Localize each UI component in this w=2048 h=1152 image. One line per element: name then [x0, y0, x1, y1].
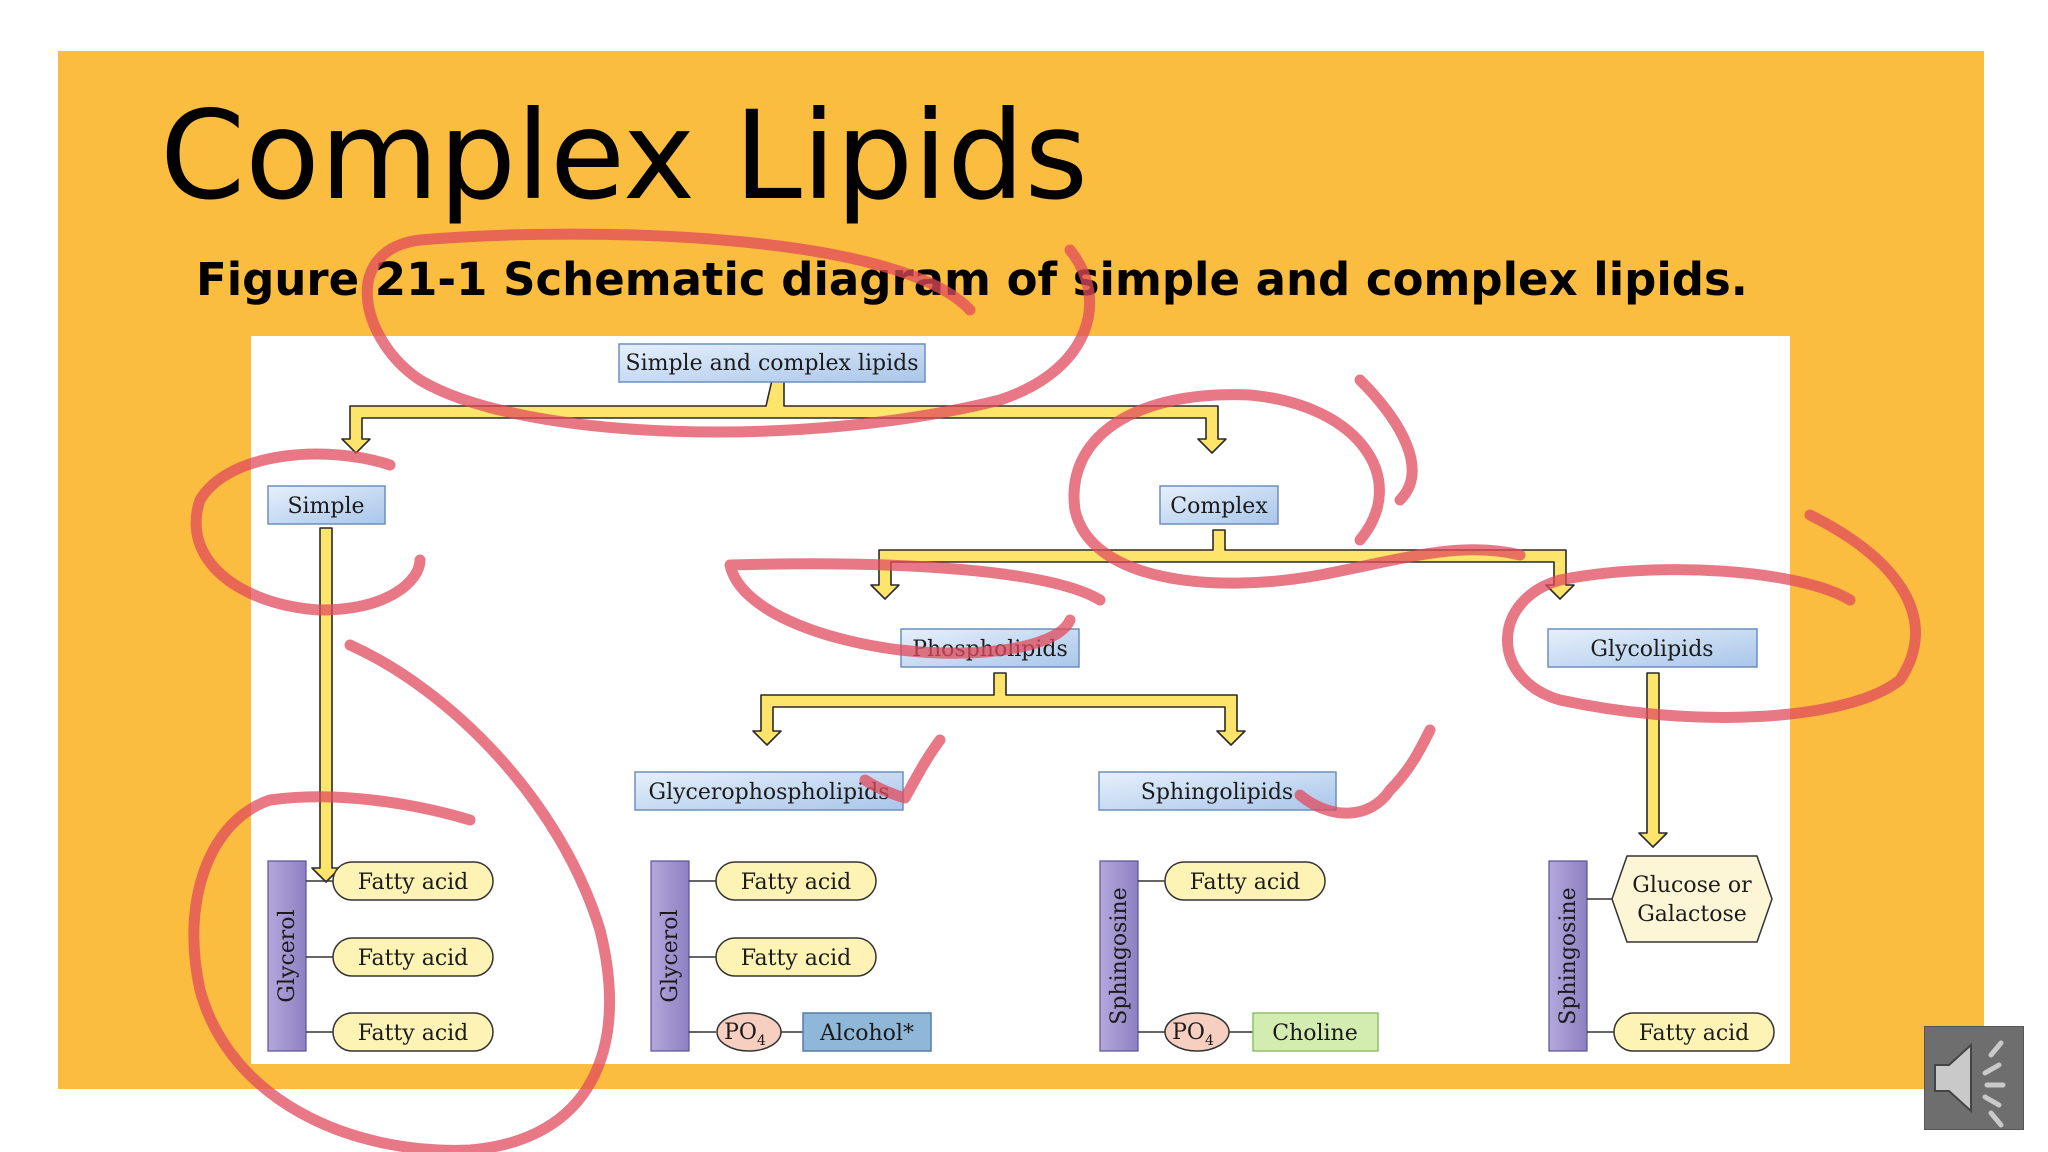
glycolipids-label: Glycolipids: [1590, 637, 1713, 662]
fatty-acid-label: Fatty acid: [1639, 1021, 1750, 1046]
sugar-hexagon: [1611, 855, 1773, 943]
arrow-phospholipids-branch: [752, 672, 1246, 746]
glycolipid-structure: Sphingosine Glucose or Galactose Fatty a…: [1548, 855, 1775, 1052]
phosphate-group: [1164, 1012, 1230, 1052]
lipid-diagram-figure: Simple and complex lipids Simple Complex…: [251, 336, 1790, 1064]
sphingosine-backbone: [1099, 860, 1139, 1052]
fatty-acid-pill: [715, 861, 877, 901]
arrow-complex-branch: [870, 529, 1575, 600]
simple-label: Simple: [287, 494, 364, 519]
choline-box: [1252, 1012, 1379, 1052]
fatty-acid-pill: [715, 937, 877, 977]
fatty-acid-label: Fatty acid: [741, 870, 852, 895]
complex-label: Complex: [1170, 494, 1268, 519]
phosphate-label: PO4: [1172, 1020, 1214, 1049]
sphingosine-backbone: [1548, 860, 1588, 1052]
arrow-glycolipids-down: [1638, 672, 1668, 848]
simple-lipid-structure: Glycerol Fatty acid Fatty acid Fatty aci…: [267, 860, 494, 1052]
sugar-label-line1: Glucose or: [1632, 873, 1752, 898]
sphingolipids-label: Sphingolipids: [1141, 780, 1293, 805]
alcohol-box: [802, 1012, 932, 1052]
speaker-button[interactable]: [1924, 1026, 2024, 1130]
sphingosine-label: Sphingosine: [1107, 887, 1132, 1024]
fatty-acid-pill: [1613, 1012, 1775, 1052]
sphingosine-label: Sphingosine: [1556, 887, 1581, 1024]
arrow-simple-down: [311, 527, 341, 883]
glycerophospholipids-label: Glycerophospholipids: [649, 780, 890, 805]
glycerol-label: Glycerol: [658, 909, 683, 1002]
lipid-classification-diagram: Simple and complex lipids Simple Complex…: [267, 343, 1775, 1052]
fatty-acid-label: Fatty acid: [358, 946, 469, 971]
slide-title: Complex Lipids: [160, 85, 1089, 227]
fatty-acid-label: Fatty acid: [358, 1021, 469, 1046]
sphingolipid-structure: Sphingosine Fatty acid PO4 Choline: [1099, 860, 1379, 1052]
fatty-acid-label: Fatty acid: [358, 870, 469, 895]
speaker-icon: [1934, 1040, 2006, 1128]
fatty-acid-label: Fatty acid: [741, 946, 852, 971]
phospholipids-label: Phospholipids: [912, 637, 1068, 662]
glycerol-label: Glycerol: [275, 909, 300, 1002]
sugar-label-line2: Galactose: [1637, 902, 1747, 927]
figure-caption: Figure 21-1 Schematic diagram of simple …: [196, 253, 1748, 306]
choline-label: Choline: [1272, 1021, 1358, 1046]
fatty-acid-pill: [1164, 861, 1326, 901]
fatty-acid-label: Fatty acid: [1190, 870, 1301, 895]
glycerol-backbone: [650, 860, 690, 1052]
root-label: Simple and complex lipids: [626, 351, 919, 376]
arrow-root-branch: [341, 379, 1227, 454]
phosphate-group: [716, 1012, 782, 1052]
glycerophospholipids-box: [634, 771, 904, 811]
phosphate-label: PO4: [724, 1020, 766, 1049]
alcohol-label: Alcohol*: [819, 1021, 914, 1046]
glycerophospholipid-structure: Glycerol Fatty acid Fatty acid PO4 Alcoh…: [650, 860, 932, 1052]
